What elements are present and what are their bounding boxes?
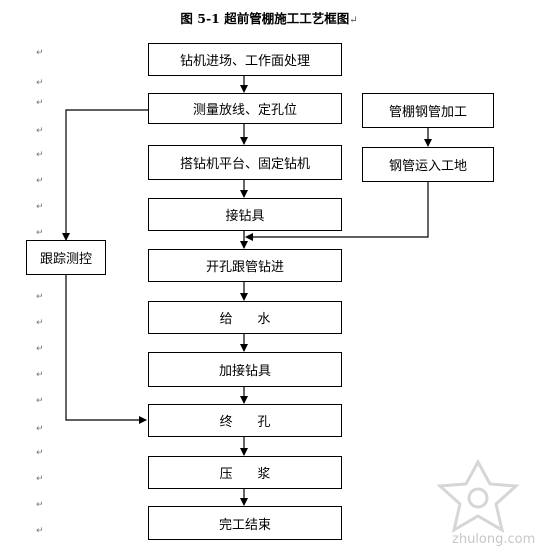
step-rig-entry: 钻机进场、工作面处理 <box>148 43 342 76</box>
step-add-drill-tools: 加接钻具 <box>148 352 342 387</box>
step-water-supply: 给 水 <box>148 301 342 334</box>
box-pipe-transport: 钢管运入工地 <box>362 147 494 182</box>
step-hole-drilling: 开孔跟管钻进 <box>148 249 342 282</box>
paragraph-mark: ↵ <box>36 202 44 212</box>
arrow-survey-to-tracking <box>62 109 148 241</box>
paragraph-mark: ↵ <box>36 370 44 380</box>
paragraph-mark: ↵ <box>36 228 44 238</box>
paragraph-mark: ↵ <box>36 98 44 108</box>
diagram-title-text: 图 5-1 超前管棚施工工艺框图 <box>180 11 350 26</box>
diagram-title: 图 5-1 超前管棚施工工艺框图↵ <box>0 8 538 27</box>
paragraph-mark: ↵ <box>36 344 44 354</box>
box-pipe-processing: 管棚钢管加工 <box>362 93 494 128</box>
paragraph-mark: ↵ <box>36 126 44 136</box>
paragraph-mark: ↵ <box>36 396 44 406</box>
step-connect-drill-tools: 接钻具 <box>148 198 342 231</box>
box-tracking-measurement: 跟踪测控 <box>26 240 106 275</box>
arrow-tracking-to-final-hole <box>65 275 147 424</box>
paragraph-mark: ↵ <box>349 15 358 26</box>
paragraph-mark: ↵ <box>36 318 44 328</box>
arrow-pipe-transport-to-flow <box>245 182 429 241</box>
step-rig-platform: 搭钻机平台、固定钻机 <box>148 145 342 180</box>
paragraph-mark: ↵ <box>36 448 44 458</box>
zhulong-watermark-logo <box>436 458 520 534</box>
paragraph-mark: ↵ <box>36 292 44 302</box>
paragraph-mark: ↵ <box>36 424 44 434</box>
step-grouting: 压 浆 <box>148 456 342 489</box>
paragraph-mark: ↵ <box>36 526 44 536</box>
paragraph-mark: ↵ <box>36 78 44 88</box>
watermark-text: zhulong.com <box>452 532 536 547</box>
paragraph-mark: ↵ <box>36 48 44 58</box>
step-survey-hole-position: 测量放线、定孔位 <box>148 93 342 124</box>
paragraph-mark: ↵ <box>36 474 44 484</box>
paragraph-mark: ↵ <box>36 150 44 160</box>
paragraph-mark: ↵ <box>36 176 44 186</box>
step-completion: 完工结束 <box>148 506 342 540</box>
step-final-hole: 终 孔 <box>148 404 342 437</box>
paragraph-mark: ↵ <box>36 500 44 510</box>
